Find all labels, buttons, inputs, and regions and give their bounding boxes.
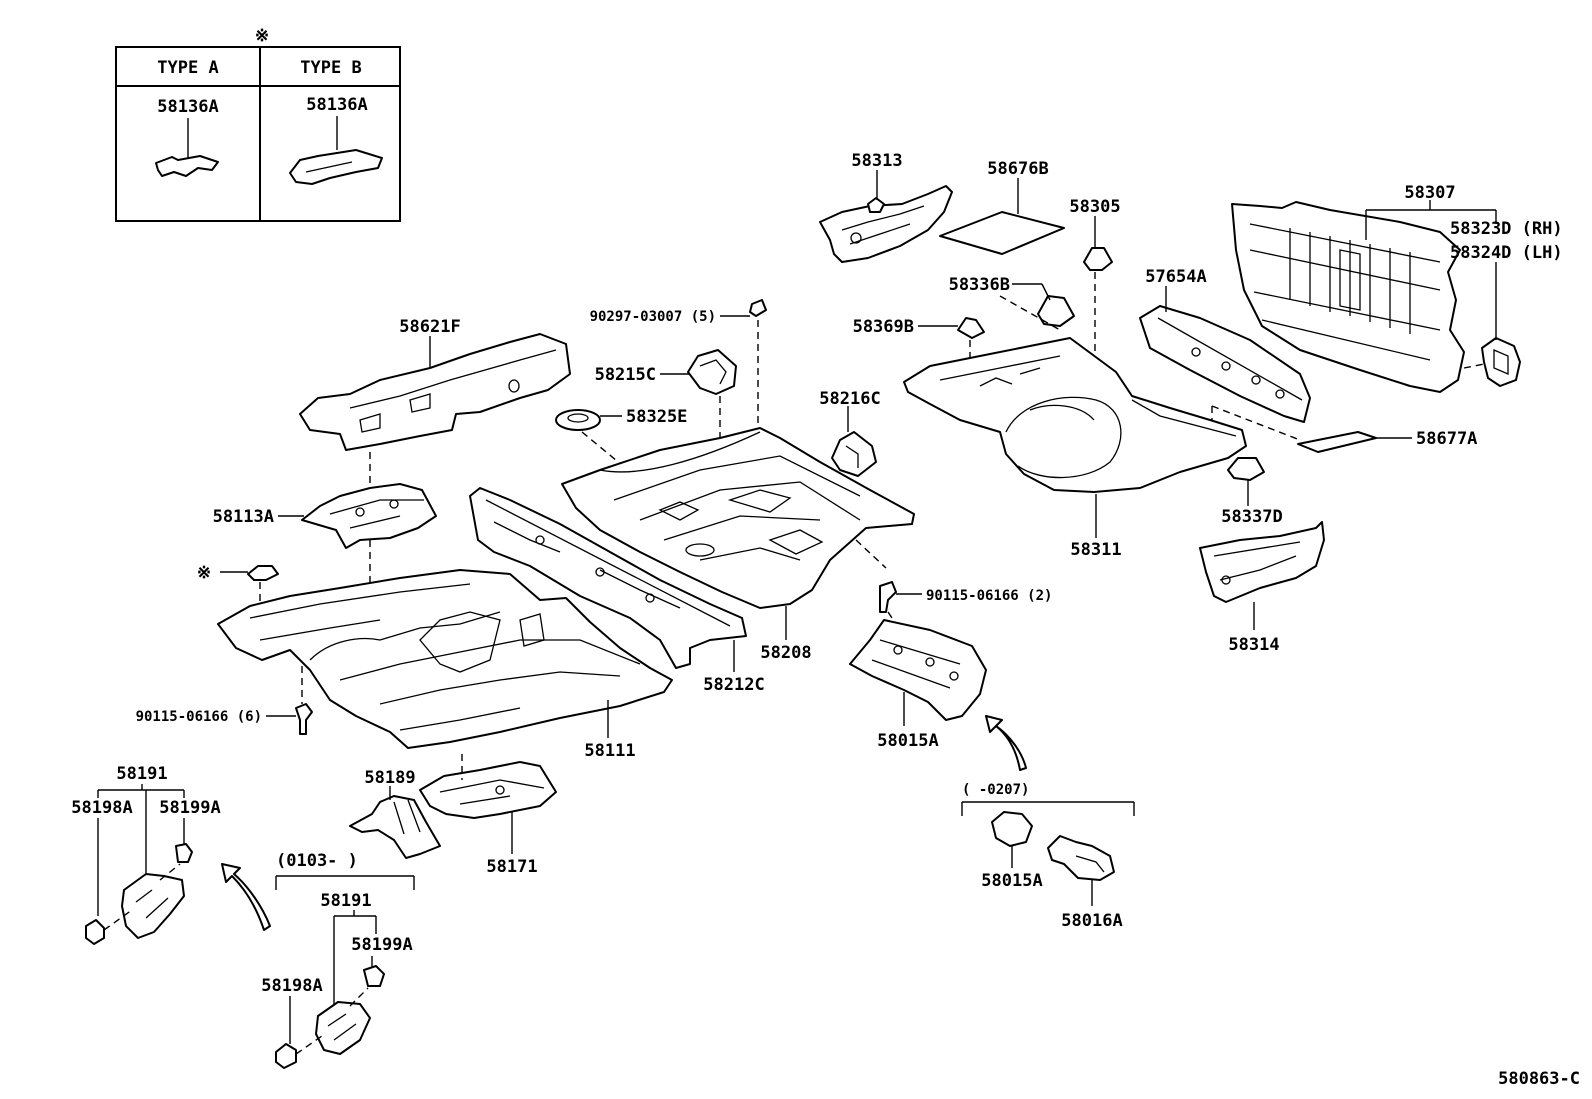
label-58307: 58307 — [1404, 183, 1455, 203]
part-58676B-mat: 58676B — [939, 159, 1065, 255]
label-58216C: 58216C — [819, 389, 880, 409]
part-group-0207: ( -0207) 58015A 58016A — [961, 782, 1135, 931]
label-58325E: 58325E — [626, 407, 687, 427]
label-58111: 58111 — [584, 741, 635, 761]
part-58191-group-a: 58191 58198A 58199A — [71, 764, 221, 945]
inset-mark: ※ — [255, 26, 269, 46]
label-58198A-b: 58198A — [261, 976, 322, 996]
label-90115-06166-6: 90115-06166 (6) — [136, 709, 262, 725]
label-58305: 58305 — [1069, 197, 1120, 217]
part-90115-06166-6-bolt: 90115-06166 (6) — [136, 666, 313, 735]
part-58677A-pad: 58677A — [1297, 429, 1477, 453]
label-date-0103: (0103- ) — [276, 851, 358, 871]
diagram-code: 580863-C — [1498, 1069, 1580, 1089]
label-58621F: 58621F — [399, 317, 460, 337]
part-58215C: 58215C — [595, 349, 737, 440]
pointer-arrow-left — [221, 863, 271, 931]
label-58336B: 58336B — [949, 275, 1010, 295]
label-58215C: 58215C — [595, 365, 656, 385]
label-58199A-a: 58199A — [159, 798, 220, 818]
type-b-header: TYPE B — [300, 58, 361, 78]
label-90297-03007: 90297-03007 (5) — [590, 309, 716, 325]
part-58336B: 58336B — [949, 275, 1075, 331]
part-58208-center-floor: 58208 — [561, 427, 915, 663]
label-58208: 58208 — [760, 643, 811, 663]
part-58325E-plug: 58325E — [555, 407, 687, 481]
part-58311-rear-floor: 58311 — [903, 337, 1247, 560]
label-58199A-b: 58199A — [351, 935, 412, 955]
part-58015A-tray: 58015A — [849, 619, 987, 751]
part-58323D-bracket — [1463, 262, 1521, 387]
label-date-0207: ( -0207) — [962, 782, 1029, 798]
label-58323D: 58323D (RH) — [1450, 219, 1563, 239]
part-58216C: 58216C — [819, 389, 881, 477]
label-58314: 58314 — [1228, 635, 1279, 655]
part-58171-bracket: 58171 — [419, 754, 557, 877]
type-a-part-label: 58136A — [157, 97, 218, 117]
part-58313-bracket: 58313 — [819, 151, 953, 263]
pointer-arrow-right — [985, 715, 1027, 771]
type-a-header: TYPE A — [157, 58, 218, 78]
label-58015A-sub: 58015A — [981, 871, 1042, 891]
part-58314-bracket: 58314 — [1199, 521, 1325, 655]
label-58212C: 58212C — [703, 675, 764, 695]
mark-left: ※ — [197, 563, 211, 583]
label-58324D: 58324D (LH) — [1450, 243, 1563, 263]
label-58171: 58171 — [486, 857, 537, 877]
label-57654A: 57654A — [1145, 267, 1206, 287]
type-b-part-label: 58136A — [306, 95, 367, 115]
part-58307-back-panel: 58307 58323D (RH) 58324D (LH) — [1231, 183, 1563, 393]
label-58191-b: 58191 — [320, 891, 371, 911]
label-58337D: 58337D — [1221, 507, 1282, 527]
label-58198A-a: 58198A — [71, 798, 132, 818]
part-58369B: 58369B — [853, 317, 985, 396]
label-58191-a: 58191 — [116, 764, 167, 784]
label-90115-06166-2: 90115-06166 (2) — [926, 588, 1052, 604]
part-57654A-crossmember: 57654A — [1139, 267, 1311, 441]
label-58676B: 58676B — [987, 159, 1048, 179]
part-58212C-side-member: 58212C — [469, 487, 765, 695]
label-58016A: 58016A — [1061, 911, 1122, 931]
part-90115-06166-2-bolt: 90115-06166 (2) — [879, 581, 1052, 631]
label-58677A: 58677A — [1416, 429, 1477, 449]
label-58369B: 58369B — [853, 317, 914, 337]
clip-type-b — [289, 149, 383, 185]
clip-type-a — [155, 155, 219, 177]
label-58189: 58189 — [364, 768, 415, 788]
part-58189-bracket: 58189 — [349, 768, 441, 859]
label-58113A: 58113A — [213, 507, 274, 527]
type-inset-table: ※ TYPE A TYPE B 58136A 58136A — [115, 26, 401, 222]
part-58621F-panel: 58621F — [299, 317, 571, 500]
part-58111-front-floor: 58111 — [217, 569, 673, 761]
label-58313: 58313 — [851, 151, 902, 171]
label-58015A-main: 58015A — [877, 731, 938, 751]
part-58337D: 58337D — [1221, 457, 1283, 527]
part-58191-group-b: (0103- ) 58191 58199A 58198A — [261, 851, 415, 1069]
label-58311: 58311 — [1070, 540, 1121, 560]
